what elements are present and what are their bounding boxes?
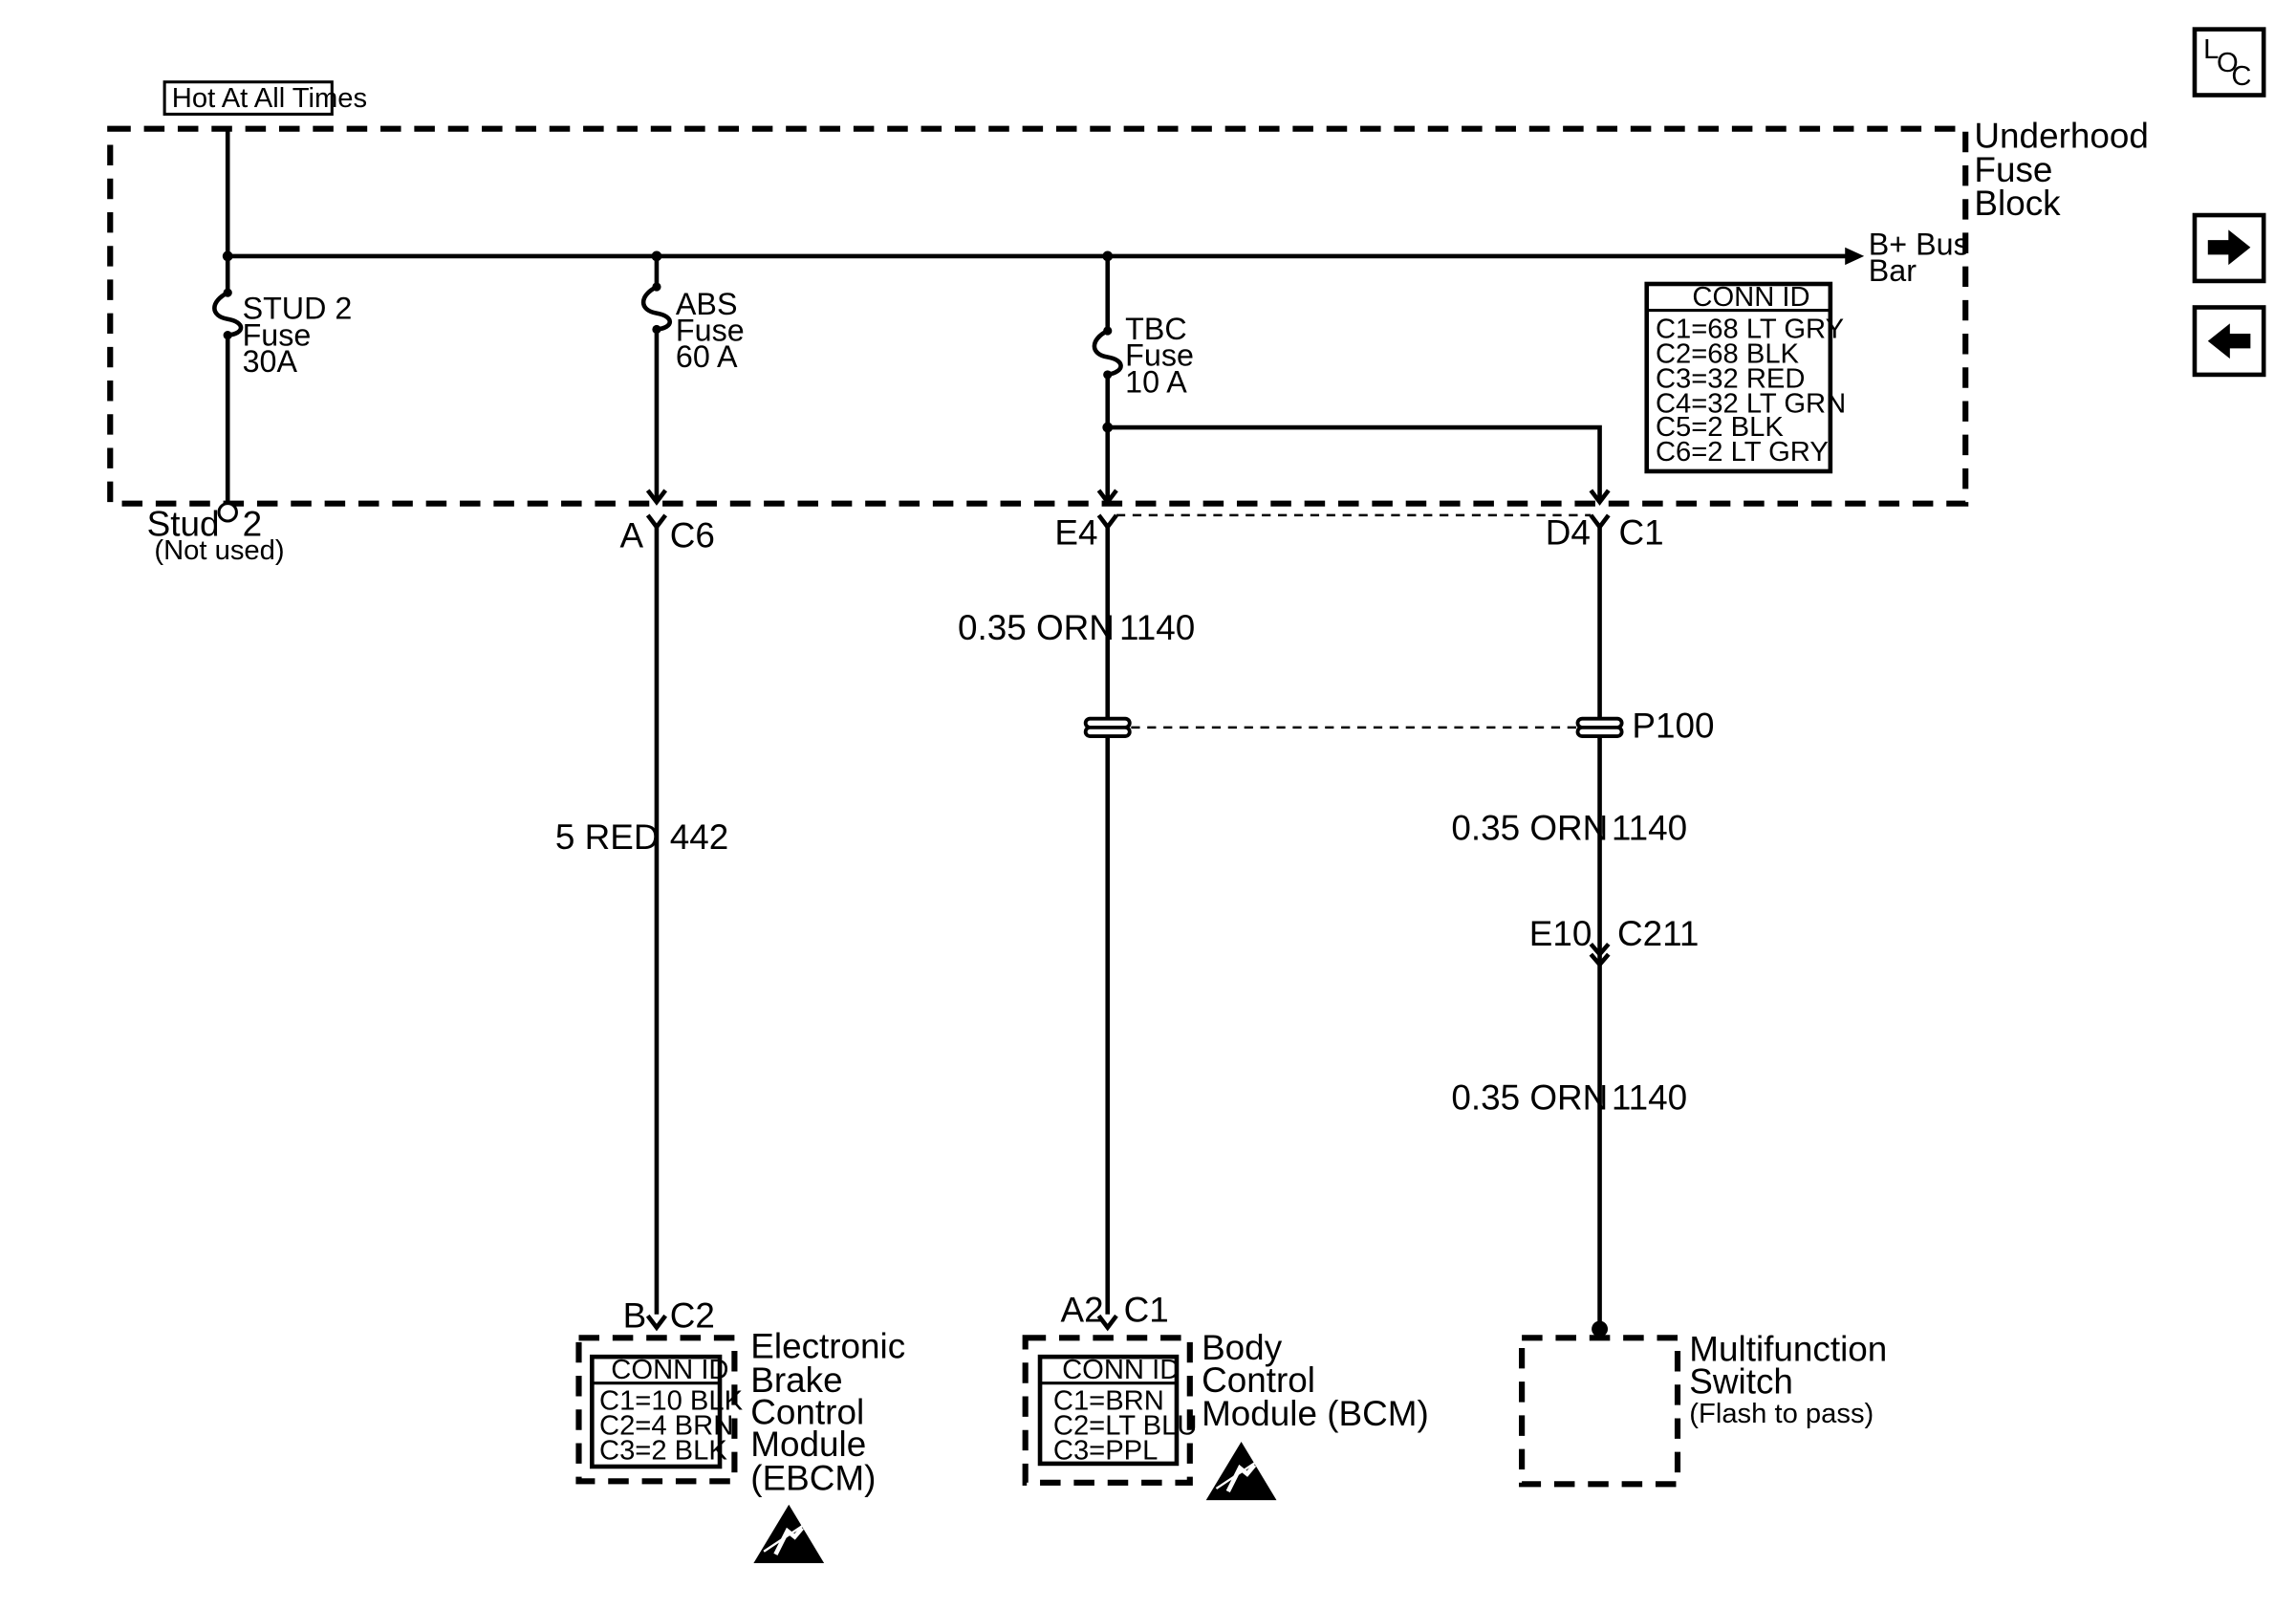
fuse-stud2-line3: 30A [243, 344, 298, 379]
wire-bcm-circuit: 1140 [1119, 608, 1195, 647]
wire-bcm-gauge: 0.35 ORN [958, 608, 1115, 647]
conn-c211-pin: E10 [1529, 914, 1592, 953]
conn-abs-id: C6 [670, 516, 715, 555]
bus-bar-label-2: Bar [1869, 253, 1917, 288]
conn-ebcm-pin: B [623, 1296, 647, 1336]
previous-page-button[interactable] [2192, 305, 2266, 378]
fuse-abs: ABS Fuse 60 A [640, 255, 745, 506]
fuse-conn-title: CONN ID [1692, 282, 1809, 313]
conn-ebcm-id: C2 [670, 1296, 715, 1336]
conn-d4-pin: D4 [1546, 513, 1591, 553]
conn-abs-pin: A [620, 516, 644, 555]
wire-mfs-lower-gauge: 0.35 ORN [1451, 1077, 1608, 1117]
mfs-label-2: Switch [1689, 1361, 1793, 1401]
stud-number: 2 [243, 504, 263, 543]
fuse-conn-row: C2=68 BLK [1656, 339, 1800, 370]
conn-e4-pin: E4 [1054, 513, 1097, 553]
component-locator-button[interactable]: L O C [2192, 27, 2266, 98]
conn-c211-id: C211 [1617, 914, 1699, 953]
conn-d4-id: C1 [1619, 513, 1664, 553]
esd-warning-icon [753, 1504, 825, 1564]
ebcm-conn-title: CONN ID [611, 1355, 728, 1385]
wire-mfs-lower-circuit: 1140 [1612, 1077, 1687, 1117]
power-label: Hot At All Times [162, 80, 367, 116]
fuse-stud2: STUD 2 Fuse 30A [212, 255, 353, 504]
fuse-conn-row: C5=2 BLK [1656, 412, 1784, 443]
branch-wire-d4 [1107, 424, 1602, 501]
fuse-conn-row: C1=68 LT GRY [1656, 315, 1844, 345]
conn-bcm-id: C1 [1124, 1290, 1169, 1329]
circuit-442: A C6 5 RED 442 B C2 [555, 513, 729, 1336]
fuse-block-label-2: Fuse [1974, 150, 2052, 189]
circuit-1140-bcm: E4 0.35 ORN 1140 A2 C1 [958, 513, 1195, 1332]
fuse-block-conn-id: CONN ID C1=68 LT GRY C2=68 BLK C3=32 RED… [1644, 281, 1846, 474]
multifunction-switch: Multifunction Switch (Flash to pass) [1519, 1330, 1887, 1488]
fuse-stud2-line2: Fuse [243, 317, 312, 352]
ebcm-conn-row: C3=2 BLK [599, 1435, 727, 1466]
mfs-label-1: Multifunction [1689, 1330, 1887, 1369]
ebcm-label-5: (EBCM) [750, 1459, 876, 1498]
bcm-conn-row: C1=BRN [1053, 1385, 1164, 1416]
bcm-label-2: Control [1202, 1360, 1315, 1400]
fuse-conn-row: C4=32 LT GRN [1656, 389, 1846, 420]
fuse-abs-line1: ABS [676, 287, 738, 321]
circuit-1140-mfs: D4 C1 0.35 ORN 1140 E10 C211 0.35 ORN 11… [1451, 513, 1699, 1338]
next-page-button[interactable] [2192, 212, 2266, 284]
fuse-tbc-line2: Fuse [1125, 338, 1194, 373]
wire-442-circuit: 442 [670, 817, 729, 857]
fuse-block-label-3: Block [1974, 184, 2061, 223]
ebcm-label-2: Brake [750, 1360, 842, 1400]
inline-connector-p100: P100 [1083, 707, 1714, 746]
stud-2: Stud 2 (Not used) [147, 502, 285, 566]
fuse-tbc-line3: 10 A [1125, 364, 1187, 399]
bcm-label-3: Module (BCM) [1202, 1394, 1429, 1433]
bcm-conn-row: C2=LT BLU [1053, 1410, 1198, 1441]
fuse-abs-line2: Fuse [676, 314, 745, 348]
fuse-block-label-1: Underhood [1974, 117, 2148, 156]
arrow-d4 [1589, 489, 1611, 506]
fuse-conn-row: C3=32 RED [1656, 364, 1806, 395]
ebcm-conn-row: C2=4 BRN [599, 1410, 733, 1441]
bcm-conn-row: C3=PPL [1053, 1435, 1159, 1466]
loc-letter: O [2217, 48, 2239, 78]
fuse-abs-line3: 60 A [676, 339, 738, 374]
ebcm-label-4: Module [750, 1425, 866, 1464]
stud-note: (Not used) [154, 535, 284, 566]
bcm-module: CONN ID C1=BRN C2=LT BLU C3=PPL Body Con… [1022, 1328, 1429, 1501]
fuse-conn-row: C6=2 LT GRY [1656, 437, 1829, 468]
fuse-stud2-line1: STUD 2 [243, 292, 353, 326]
fuse-block-outline [107, 125, 1969, 507]
bcm-label-1: Body [1202, 1328, 1283, 1367]
bus-bar-label-1: B+ Bus [1869, 227, 1969, 261]
arrow-left-icon [2207, 323, 2251, 359]
wire-mfs-upper-circuit: 1140 [1612, 809, 1687, 848]
conn-bcm-pin: A2 [1061, 1290, 1104, 1329]
wire-442-gauge: 5 RED [555, 817, 660, 857]
bus-bar-arrow [1845, 247, 1865, 266]
loc-letter: C [2231, 61, 2251, 92]
mfs-note: (Flash to pass) [1689, 1399, 1874, 1429]
ebcm-conn-row: C1=10 BLK [599, 1385, 744, 1416]
ebcm-label-1: Electronic [750, 1327, 905, 1366]
power-label-text: Hot At All Times [172, 83, 367, 114]
bcm-conn-title: CONN ID [1062, 1355, 1180, 1385]
ebcm-module: CONN ID C1=10 BLK C2=4 BRN C3=2 BLK Elec… [575, 1327, 905, 1564]
fuse-tbc-line1: TBC [1125, 312, 1187, 346]
esd-warning-icon [1205, 1441, 1277, 1501]
fuse-tbc: TBC Fuse 10 A [1092, 255, 1194, 506]
stud-label: Stud [147, 504, 220, 543]
p100-label: P100 [1632, 707, 1714, 746]
ebcm-label-3: Control [750, 1393, 864, 1432]
arrow-right-icon [2207, 229, 2251, 266]
loc-letter: L [2203, 34, 2219, 65]
wire-mfs-upper-gauge: 0.35 ORN [1451, 809, 1608, 848]
